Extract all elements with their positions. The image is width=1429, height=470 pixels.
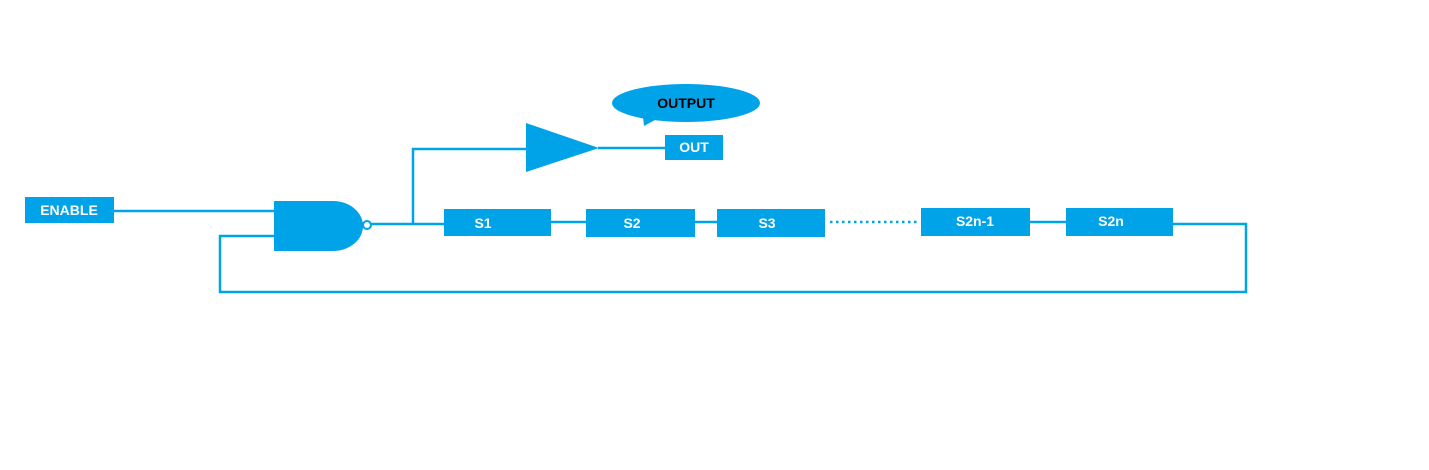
enable-box xyxy=(25,197,114,223)
nand-inversion-bubble xyxy=(362,220,372,230)
stage-box xyxy=(444,209,551,236)
stage-s3: S3 xyxy=(717,209,825,237)
feedback-loop-wire xyxy=(218,222,1248,294)
output-callout-label: OUTPUT xyxy=(657,95,715,111)
stage-label: S3 xyxy=(758,215,775,231)
enable-label: ENABLE xyxy=(40,202,98,218)
nand-gate-body xyxy=(274,201,363,251)
out-label: OUT xyxy=(679,139,709,155)
stage-box xyxy=(586,209,695,237)
stage-box xyxy=(1066,208,1173,236)
out-block: OUT xyxy=(665,135,723,160)
enable-block: ENABLE xyxy=(25,197,114,223)
stage-box xyxy=(717,209,825,237)
nand-gate xyxy=(274,201,372,251)
stage-label: S1 xyxy=(474,215,491,231)
stage-label: S2n xyxy=(1098,213,1124,229)
stage-label: S2n-1 xyxy=(956,213,994,229)
stage-label: S2 xyxy=(623,215,640,231)
stage-s2n-1: S2n-1 xyxy=(921,208,1030,236)
branch-to-buffer-wire xyxy=(411,147,528,224)
stage-box xyxy=(921,208,1030,236)
buffer-triangle-icon xyxy=(526,123,599,172)
wires xyxy=(113,146,1248,294)
stage-s2: S2 xyxy=(586,209,695,237)
output-callout-tail xyxy=(642,108,664,126)
output-callout: OUTPUT xyxy=(612,84,760,126)
stage-s1: S1 xyxy=(444,209,551,236)
out-box xyxy=(665,135,723,160)
stage-s2n: S2n xyxy=(1066,208,1173,236)
